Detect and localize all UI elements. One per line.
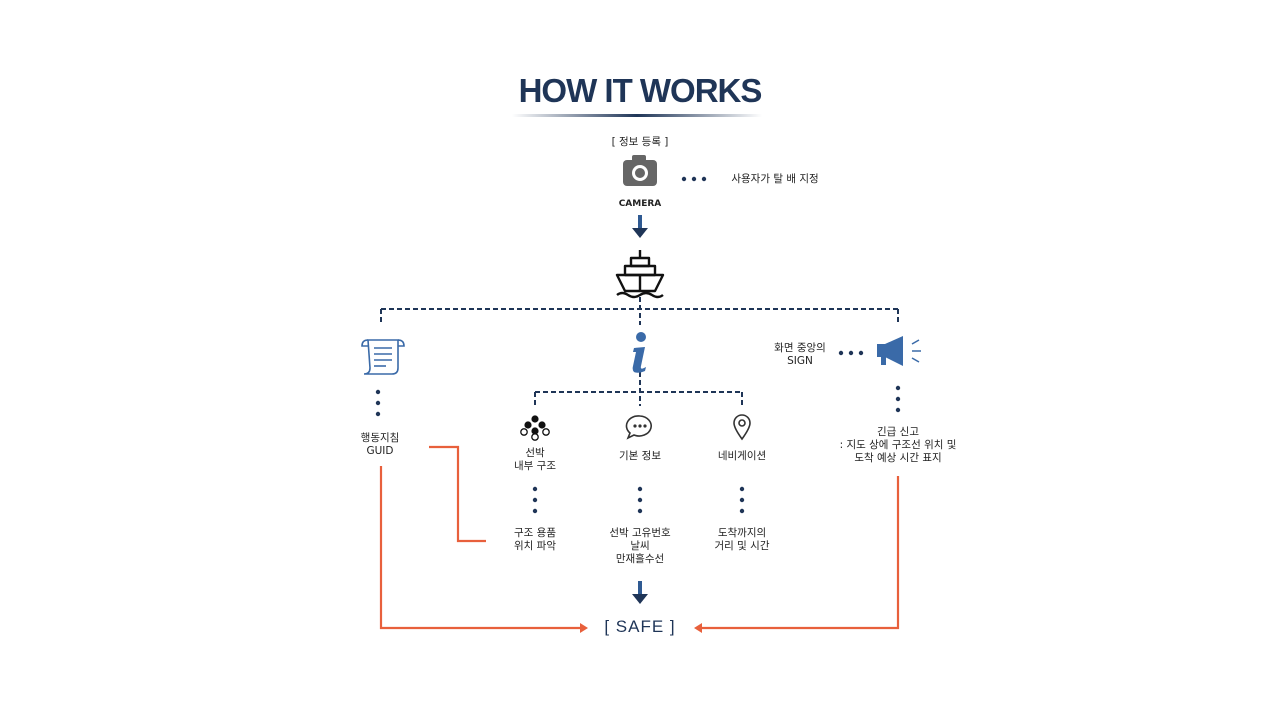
camera-icon — [623, 155, 657, 186]
arrow-right-icon — [580, 623, 588, 633]
hexagon-cluster-icon — [520, 415, 550, 441]
basic-info-label: 기본 정보 — [619, 450, 661, 462]
navigation-label: 네비게이션 — [717, 450, 767, 462]
ship-icon — [615, 250, 665, 299]
rescue-equipment-label: 구조 용품 위치 파악 — [514, 527, 556, 552]
info-icon — [632, 332, 646, 373]
user-spec-label: 사용자가 탈 배 지정 — [731, 173, 819, 185]
orange-connector — [379, 445, 900, 630]
ellipsis-dots — [375, 389, 381, 417]
arrow-down-icon — [632, 581, 648, 604]
scroll-icon — [361, 339, 405, 375]
ellipsis-dots — [681, 176, 707, 182]
location-pin-icon — [733, 414, 751, 441]
ship-id-label: 선박 고유번호 날씨 만재흘수선 — [609, 527, 671, 565]
page-title: HOW IT WORKS — [518, 72, 763, 109]
camera-label: CAMERA — [618, 199, 662, 209]
guide-label: 행동지침 GUID — [360, 432, 400, 457]
ellipsis-dots — [838, 350, 901, 413]
arrow-left-icon — [694, 623, 702, 633]
chat-bubble-icon — [625, 415, 652, 440]
ship-structure-label: 선박 내부 구조 — [514, 447, 556, 472]
emergency-label: 긴급 신고 : 지도 상에 구조선 위치 및 도착 예상 시간 표지 — [839, 426, 957, 464]
arrival-label: 도착까지의 거리 및 시간 — [714, 527, 770, 552]
sign-label: 화면 중앙의 SIGN — [774, 342, 826, 367]
megaphone-icon — [877, 336, 921, 366]
title-underline — [512, 114, 762, 117]
dashed-connector — [380, 297, 899, 406]
register-label: [ 정보 등록 ] — [611, 136, 669, 148]
ellipsis-dots — [532, 486, 745, 514]
arrow-down-icon — [632, 215, 648, 238]
safe-label: [ SAFE ] — [604, 617, 676, 636]
